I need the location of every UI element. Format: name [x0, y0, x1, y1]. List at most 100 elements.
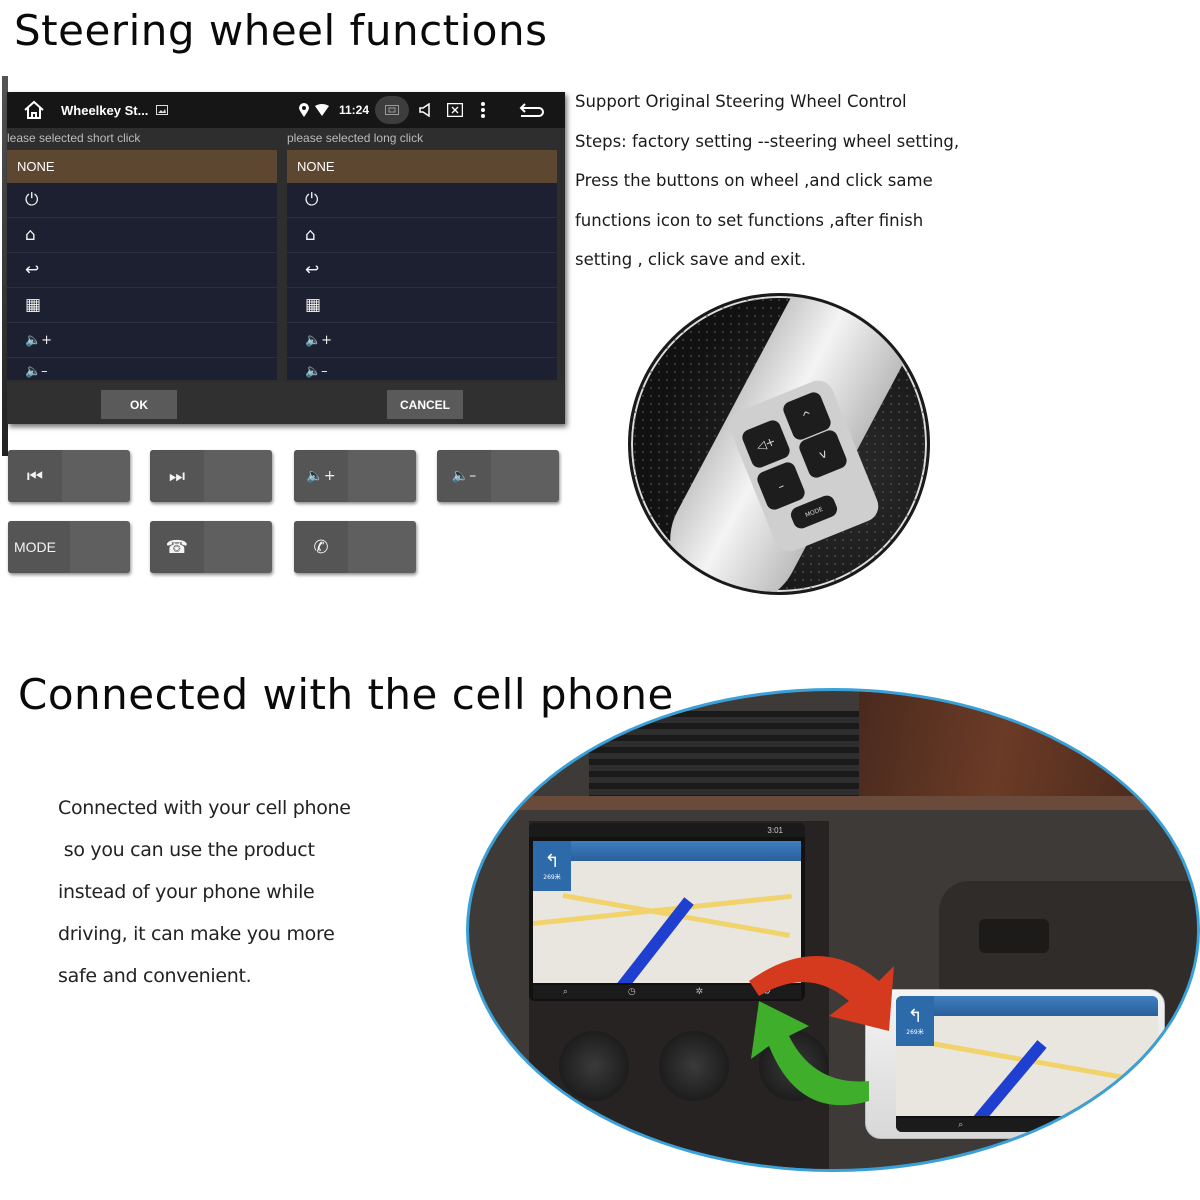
apps-icon: ▦ — [25, 295, 42, 315]
list-item-volume-up[interactable]: 🔈+ — [7, 323, 277, 358]
volume-up-icon: 🔈+ — [294, 450, 348, 502]
wifi-icon — [314, 104, 329, 116]
short-click-selected[interactable]: NONE — [7, 150, 277, 183]
volume-icon[interactable] — [419, 103, 431, 117]
list-item-volume-up[interactable]: 🔈+ — [287, 323, 557, 358]
climate-knob — [559, 1031, 629, 1101]
key-hang-up[interactable]: ☎ — [150, 521, 272, 573]
phone-description: Connected with your cell phone so you ca… — [58, 790, 418, 1000]
section-title-steering: Steering wheel functions — [14, 6, 548, 55]
image-icon — [156, 105, 169, 115]
description-line: Support Original Steering Wheel Control — [575, 92, 907, 111]
call-icon: ✆ — [294, 521, 348, 573]
volume-up-icon: 🔈+ — [305, 332, 333, 348]
list-item-back[interactable]: ↩ — [7, 253, 277, 288]
power-icon: ⏻ — [25, 190, 39, 210]
description-line: functions icon to set functions ,after f… — [575, 210, 924, 230]
wood-trim — [859, 691, 1197, 801]
back-icon[interactable] — [519, 102, 545, 118]
long-click-list[interactable]: ⏻ ⌂ ↩ ▦ 🔈+ 🔈– — [287, 183, 557, 380]
next-track-icon: ⏭ — [150, 450, 204, 502]
status-bar: Wheelkey St... 11:24 — [7, 92, 565, 128]
smartphone: ↰269米 ⌕ ◷ — [865, 989, 1165, 1139]
previous-track-icon: ⏮ — [8, 450, 62, 502]
key-volume-up[interactable]: 🔈+ — [294, 450, 416, 502]
list-item-volume-down[interactable]: 🔈– — [7, 358, 277, 380]
settings-icon: ⚙ — [762, 987, 772, 997]
clock-icon: ◷ — [627, 987, 636, 997]
list-item-back[interactable]: ↩ — [287, 253, 557, 288]
climate-knob — [659, 1031, 729, 1101]
volume-down-icon: 🔈– — [437, 450, 491, 502]
list-item-home[interactable]: ⌂ — [287, 218, 557, 253]
phone-nav-screen: ↰269米 ⌕ ◷ — [896, 996, 1158, 1132]
back-icon: ↩ — [305, 260, 320, 280]
car-nav-screen: 3:01 ↰269米 ⌕ ◷ ✲ ⚙ — [529, 823, 805, 1001]
key-mode[interactable]: MODE — [8, 521, 130, 573]
back-icon: ↩ — [25, 260, 40, 280]
key-previous-track[interactable]: ⏮ — [8, 450, 130, 502]
ok-button[interactable]: OK — [101, 390, 177, 419]
list-item-home[interactable]: ⌂ — [7, 218, 277, 253]
list-item-apps[interactable]: ▦ — [7, 288, 277, 323]
long-click-column: please selected long click NONE ⏻ ⌂ ↩ ▦ … — [287, 128, 557, 380]
car-status-bar: 3:01 — [529, 823, 805, 837]
car-dashboard-photo: 3:01 ↰269米 ⌕ ◷ ✲ ⚙ ↰269米 ⌕ ◷ — [466, 688, 1200, 1172]
key-volume-down[interactable]: 🔈– — [437, 450, 559, 502]
volume-up-icon: 🔈+ — [25, 332, 53, 348]
steering-description: Support Original Steering Wheel Control … — [575, 88, 995, 286]
head-unit-screen: Wheelkey St... 11:24 lease selected shor… — [7, 92, 565, 424]
nav-dock: ⌕ ◷ ✲ ⚙ — [533, 985, 801, 999]
location-icon — [298, 103, 309, 117]
description-line: so you can use the product — [58, 839, 315, 861]
volume-down-icon: 🔈– — [25, 364, 48, 379]
glovebox-handle — [979, 919, 1049, 953]
screen-record-icon[interactable] — [375, 96, 409, 124]
search-icon: ⌕ — [562, 987, 568, 997]
long-click-hint: please selected long click — [287, 131, 424, 145]
list-item-power[interactable]: ⏻ — [287, 183, 557, 218]
list-item-volume-down[interactable]: 🔈– — [287, 358, 557, 380]
description-line: Press the buttons on wheel ,and click sa… — [575, 171, 933, 190]
nav-map: ↰269米 — [533, 841, 801, 983]
short-click-column: lease selected short click NONE ⏻ ⌂ ↩ ▦ … — [7, 128, 277, 380]
mode-label: MODE — [8, 521, 70, 573]
search-icon: ⌕ — [958, 1120, 964, 1130]
section-title-phone: Connected with the cell phone — [18, 670, 674, 719]
more-vert-icon[interactable] — [481, 102, 485, 118]
apps-icon: ▦ — [305, 295, 322, 315]
short-click-hint: lease selected short click — [7, 131, 141, 145]
short-click-list[interactable]: ⏻ ⌂ ↩ ▦ 🔈+ 🔈– — [7, 183, 277, 380]
air-vents — [589, 711, 859, 796]
home-icon: ⌂ — [25, 225, 36, 245]
turn-left-icon: ↰269米 — [896, 996, 934, 1046]
app-title: Wheelkey St... — [61, 102, 149, 118]
turn-left-icon: ↰269米 — [533, 841, 571, 891]
nav-map: ↰269米 — [896, 996, 1158, 1116]
description-line: driving, it can make you more — [58, 923, 335, 945]
description-line: Steps: factory setting --steering wheel … — [575, 131, 960, 151]
home-icon: ⌂ — [305, 225, 316, 245]
description-line: setting , click save and exit. — [575, 250, 807, 269]
power-icon: ⏻ — [305, 190, 319, 210]
status-time: 11:24 — [338, 103, 369, 117]
key-call[interactable]: ✆ — [294, 521, 416, 573]
description-line: Connected with your cell phone — [58, 797, 351, 819]
nav-dock: ⌕ ◷ — [896, 1118, 1158, 1132]
hang-up-icon: ☎ — [150, 521, 204, 573]
clock-icon: ◷ — [1087, 1120, 1096, 1130]
home-icon[interactable] — [23, 100, 45, 120]
volume-down-icon: 🔈– — [305, 364, 328, 379]
key-next-track[interactable]: ⏭ — [150, 450, 272, 502]
list-item-apps[interactable]: ▦ — [287, 288, 557, 323]
cancel-button[interactable]: CANCEL — [387, 390, 463, 419]
steering-wheel-photo: ◁+ ^ v – MODE — [628, 293, 930, 595]
close-window-icon[interactable] — [447, 103, 463, 117]
description-line: instead of your phone while — [58, 881, 315, 903]
description-line: safe and convenient. — [58, 965, 252, 987]
sync-arrows-icon — [749, 956, 894, 1106]
long-click-selected[interactable]: NONE — [287, 150, 557, 183]
list-item-power[interactable]: ⏻ — [7, 183, 277, 218]
frame-edge — [2, 76, 8, 456]
dialog-footer: OK CANCEL — [7, 382, 565, 424]
